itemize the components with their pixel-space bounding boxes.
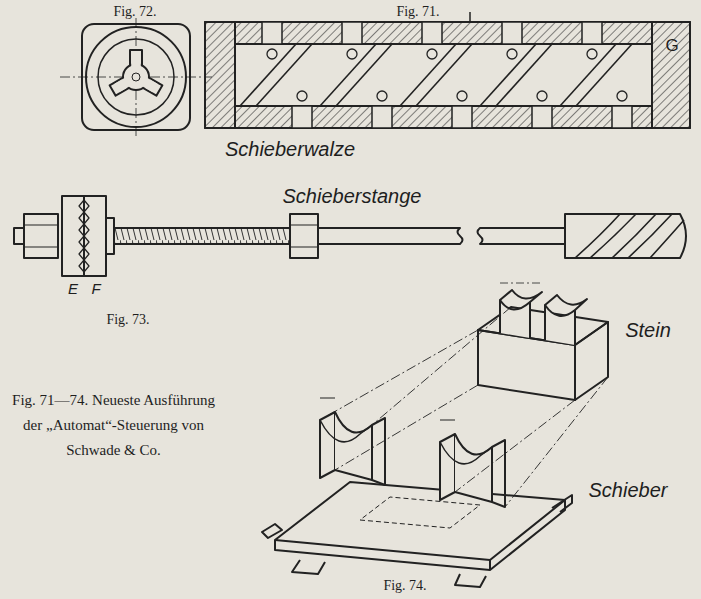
slide-plate [262, 398, 572, 587]
part-name: Schieberstange [283, 184, 422, 208]
figure-number: Fig. 74. [383, 578, 426, 595]
end-view [60, 18, 212, 138]
part-name: Schieber [589, 478, 668, 502]
part-name: Schieberwalze [225, 137, 355, 161]
part-name: Stein [625, 318, 671, 342]
part-letter: G [665, 36, 678, 56]
part-letter: E [68, 280, 78, 298]
figure-number: Fig. 71. [396, 4, 439, 21]
figure-caption: Fig. 71—74. Neueste Ausführung der „Auto… [6, 388, 221, 462]
figure-number: Fig. 72. [113, 4, 156, 21]
slide-rod [14, 196, 686, 276]
projection-lines [320, 307, 608, 507]
cylinder-section [205, 12, 690, 128]
figure-number: Fig. 73. [106, 312, 149, 329]
slide-block [478, 283, 608, 400]
part-letter: F [91, 280, 100, 298]
